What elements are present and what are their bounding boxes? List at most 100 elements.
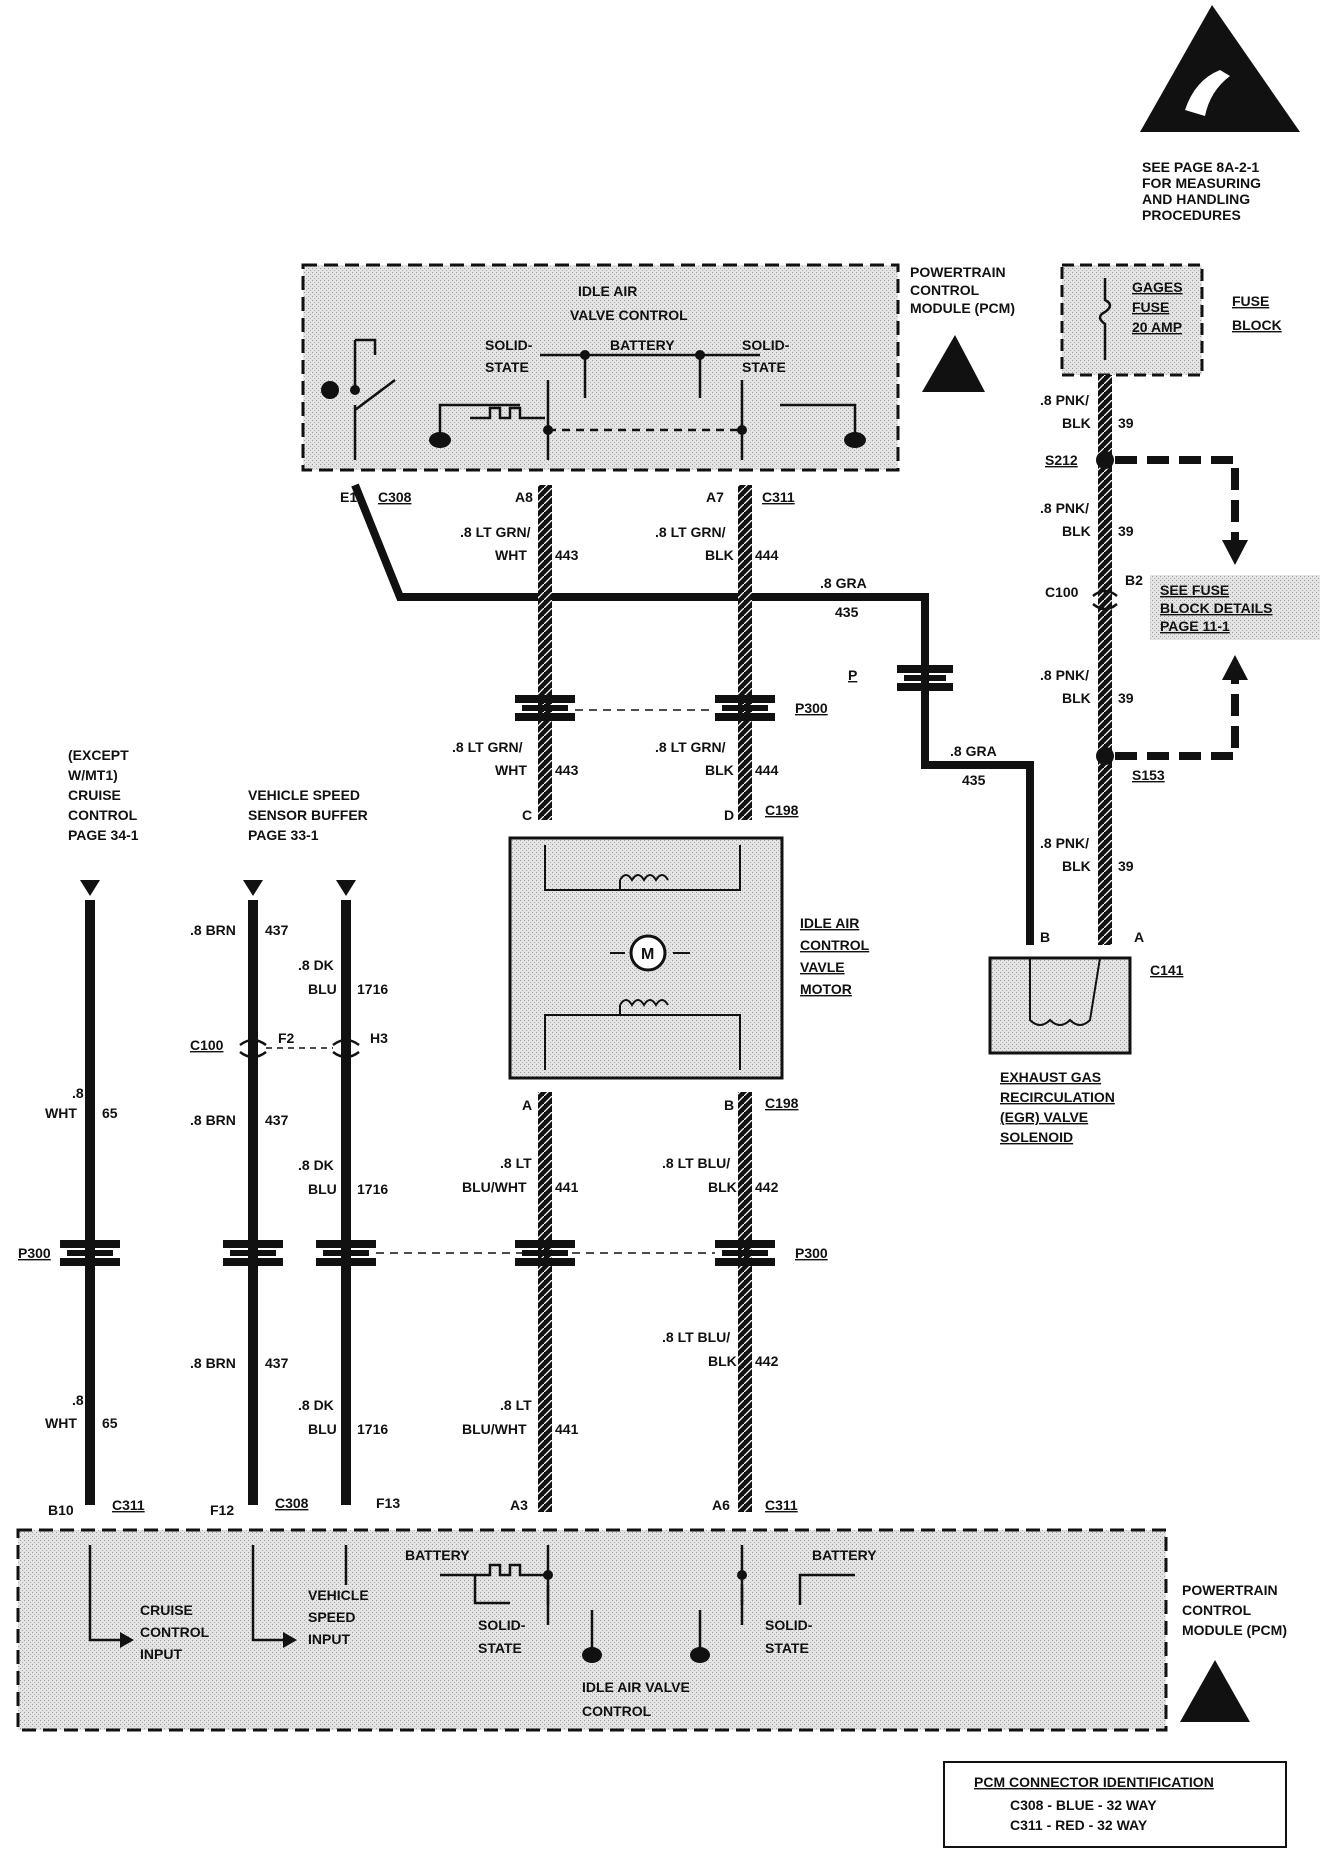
w39-color-3b: BLK: [1062, 690, 1091, 706]
pcm-top-label-3: MODULE (PCM): [910, 300, 1015, 316]
egr-label-4: SOLENOID: [1000, 1129, 1073, 1145]
w65-color-1b: WHT: [45, 1105, 77, 1121]
w443-color-1a: .8 LT GRN/: [460, 524, 531, 540]
w441-color-1a: .8 LT: [500, 1155, 532, 1171]
w443-num-2: 443: [555, 762, 579, 778]
w39-color-4b: BLK: [1062, 858, 1091, 874]
iac-motor-label-1: IDLE AIR: [800, 915, 859, 931]
wire-1716: [341, 900, 351, 1505]
vss-ref-1: VEHICLE SPEED: [248, 787, 360, 803]
w39-color-4a: .8 PNK/: [1040, 835, 1089, 851]
w437-color-2: .8 BRN: [190, 1112, 236, 1128]
w442-color-1b: BLK: [708, 1179, 737, 1195]
label-a3: A3: [510, 1497, 528, 1513]
w435-color-bottom: .8 GRA: [950, 743, 997, 759]
label-s212: S212: [1045, 452, 1078, 468]
w443-num-1: 443: [555, 547, 579, 563]
pcm-cruise-input-3: INPUT: [140, 1646, 182, 1662]
vss-ref-3: PAGE 33-1: [248, 827, 319, 843]
label-b-egr: B: [1040, 929, 1050, 945]
label-f13: F13: [376, 1495, 400, 1511]
cruise-ref-4: CONTROL: [68, 807, 138, 823]
w39-num-4: 39: [1118, 858, 1134, 874]
w437-color-3: .8 BRN: [190, 1355, 236, 1371]
w39-color-2a: .8 PNK/: [1040, 500, 1089, 516]
w442-color-1a: .8 LT BLU/: [662, 1155, 730, 1171]
wire-444-upper: [738, 485, 752, 820]
pcm-iac-control-2: CONTROL: [582, 1703, 652, 1719]
w65-color-2b: WHT: [45, 1415, 77, 1431]
w444-num-1: 444: [755, 547, 779, 563]
w1716-num-3: 1716: [357, 1421, 388, 1437]
pcm-battery-right: BATTERY: [812, 1547, 877, 1563]
pcm-bottom-label-3: MODULE (PCM): [1182, 1622, 1287, 1638]
pcm-bottom-label-1: POWERTRAIN: [1182, 1582, 1278, 1598]
wire-443-upper: [538, 485, 552, 820]
w1716-color-2b: BLU: [308, 1181, 337, 1197]
s153-to-fusedetails-link: [1115, 680, 1239, 760]
w443-color-1b: WHT: [495, 547, 527, 563]
label-c141: C141: [1150, 962, 1184, 978]
wire-39: [1098, 375, 1112, 945]
esd-small-icon-bottom: [1180, 1660, 1250, 1722]
fuse-icon: [1098, 278, 1112, 360]
w444-color-1b: BLK: [705, 547, 734, 563]
w444-color-2b: BLK: [705, 762, 734, 778]
fuse-line-1: GAGES: [1132, 279, 1183, 295]
egr-label-1: EXHAUST GAS: [1000, 1069, 1101, 1085]
w1716-color-3a: .8 DK: [298, 1397, 334, 1413]
w39-num-2: 39: [1118, 523, 1134, 539]
label-p: P: [848, 667, 857, 683]
pcm-battery-left: BATTERY: [405, 1547, 470, 1563]
fuse-block-label-1: FUSE: [1232, 293, 1269, 309]
label-a7: A7: [706, 489, 724, 505]
egr-solenoid-box: [988, 956, 1132, 1055]
w435-num-top: 435: [835, 604, 859, 620]
wire-435-top: [351, 483, 929, 690]
w437-num-1: 437: [265, 922, 289, 938]
label-a6: A6: [712, 1497, 730, 1513]
cruise-ref-5: PAGE 34-1: [68, 827, 139, 843]
w39-num-1: 39: [1118, 415, 1134, 431]
pcm-top-title-2: VALVE CONTROL: [570, 307, 688, 323]
wire-437: [248, 900, 258, 1505]
w441-color-1b: BLU/WHT: [462, 1179, 527, 1195]
pcm-vss-input-1: VEHICLE: [308, 1587, 369, 1603]
egr-coil-icon: [1029, 957, 1101, 1026]
label-b-motor: B: [724, 1097, 734, 1113]
p300-lower-connectors: [60, 1240, 775, 1266]
cruise-ref-2: W/MT1): [68, 767, 118, 783]
label-c311-left: C311: [112, 1497, 145, 1513]
wire-441: [538, 1092, 552, 1512]
esd-small-icon-top: [922, 335, 985, 392]
egr-label-3: (EGR) VALVE: [1000, 1109, 1088, 1125]
w39-num-3: 39: [1118, 690, 1134, 706]
w1716-color-2a: .8 DK: [298, 1157, 334, 1173]
label-c198-bottom: C198: [765, 1095, 799, 1111]
pcm-top-label-2: CONTROL: [910, 282, 980, 298]
p300-upper-connectors: [515, 665, 953, 721]
label-p300-left: P300: [18, 1245, 51, 1261]
label-c311-top: C311: [762, 489, 795, 505]
w39-color-1b: BLK: [1062, 415, 1091, 431]
w437-num-2: 437: [265, 1112, 289, 1128]
w444-num-2: 444: [755, 762, 779, 778]
label-s153: S153: [1132, 767, 1165, 783]
label-c-top: C: [522, 807, 532, 823]
label-p300-upper: P300: [795, 700, 828, 716]
w435-num-bottom: 435: [962, 772, 986, 788]
label-c311-bottom: C311: [765, 1497, 798, 1513]
cruise-ref-3: CRUISE: [68, 787, 121, 803]
esd-warning-icon: [1140, 5, 1300, 132]
label-e1: E1: [340, 489, 357, 505]
motor-symbol-label: M: [641, 946, 654, 963]
see-fuse-box: [1150, 575, 1320, 640]
label-d-top: D: [724, 807, 734, 823]
w65-num-1: 65: [102, 1105, 118, 1121]
label-b2: B2: [1125, 572, 1143, 588]
esd-note-3: AND HANDLING: [1142, 191, 1250, 207]
wire-442: [738, 1092, 752, 1512]
w1716-color-1a: .8 DK: [298, 957, 334, 973]
w444-color-1a: .8 LT GRN/: [655, 524, 726, 540]
